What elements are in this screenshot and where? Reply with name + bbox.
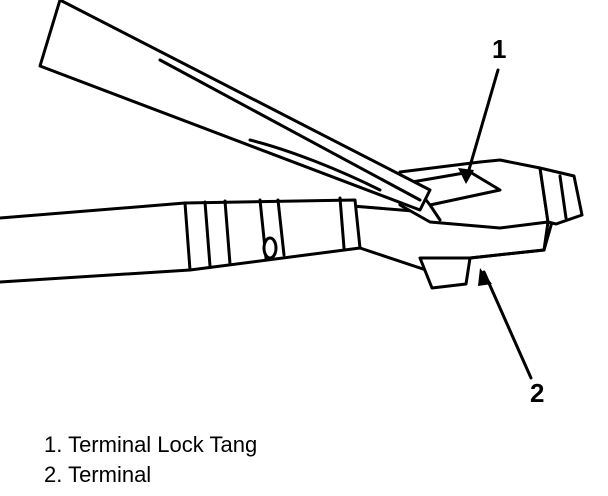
arrowhead-2 (478, 268, 492, 286)
wire (0, 201, 192, 284)
callout-label-1: 1 (492, 34, 507, 64)
callout-label-2: 2 (530, 378, 545, 408)
legend-item-terminal: 2. Terminal (44, 462, 152, 487)
legend: 1. Terminal Lock Tang 2. Terminal (44, 430, 257, 490)
arrowhead-1 (458, 168, 474, 184)
callout-leaders (458, 68, 533, 380)
leader-line-1 (464, 68, 500, 182)
release-tool (38, 0, 432, 212)
leader-line-2 (482, 270, 533, 380)
legend-item-terminal-lock-tang: 1. Terminal Lock Tang (44, 432, 258, 457)
crimp-sleeve (183, 196, 362, 272)
terminal-diagram (0, 0, 584, 380)
